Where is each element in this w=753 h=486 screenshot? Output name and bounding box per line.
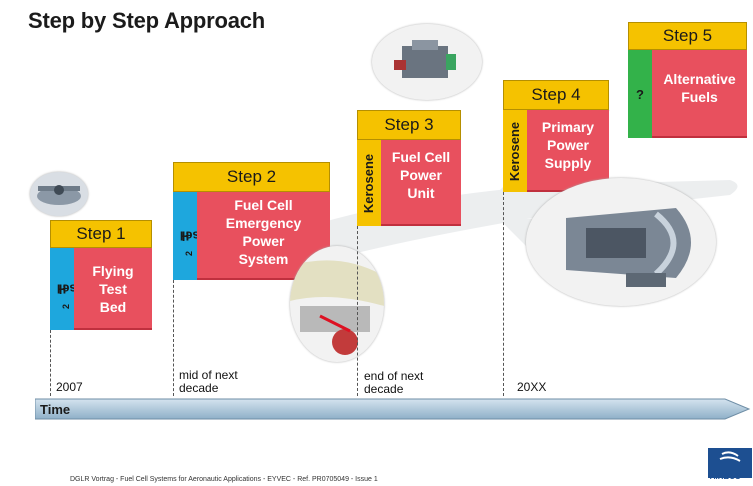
fuel-cell-unit-illustration <box>372 24 482 100</box>
engine-cutaway-illustration <box>526 178 716 306</box>
timeline-guide-4 <box>503 192 504 396</box>
step-5-header: Step 5 <box>628 22 747 50</box>
time-arrow <box>35 398 751 420</box>
timeline-guide-1 <box>50 330 51 396</box>
page-title: Step by Step Approach <box>28 8 266 33</box>
step-1-body: Flying Test Bed <box>74 248 152 330</box>
footer-reference: DGLR Vortrag - Fuel Cell Systems for Aer… <box>70 476 378 483</box>
step-1-header: Step 1 <box>50 220 152 248</box>
aircraft-cockpit-photo <box>30 172 88 216</box>
step-4-body: Primary Power Supply <box>527 110 609 192</box>
step-3-body: Fuel Cell Power Unit <box>381 140 461 226</box>
airbus-logo-icon <box>708 448 752 478</box>
step-3-header: Step 3 <box>357 110 461 140</box>
step-2-body: Fuel Cell Emergency Power System <box>197 192 330 280</box>
step-5-body: Alternative Fuels <box>652 50 747 138</box>
timeline-guide-3 <box>357 226 358 396</box>
step-2-header: Step 2 <box>173 162 330 192</box>
time-axis-label: Time <box>40 402 71 417</box>
step-2-side-h2-vessel: H2 Vessel <box>173 192 222 280</box>
timeline-marker-20xx: 20XX <box>517 380 547 394</box>
timeline-marker-mid-decade: mid of next decade <box>179 368 238 395</box>
step-5-side-unknown: ? <box>628 50 652 138</box>
timeline-marker-end-decade: end of next decade <box>364 369 424 396</box>
step-4-side-kerosene: Kerosene <box>503 110 527 192</box>
timeline-marker-2007: 2007 <box>56 380 83 394</box>
airbus-logo-text: AIRBUS <box>710 472 741 481</box>
step-1-side-h2-vessel: H2 Vessel <box>50 248 99 330</box>
timeline-guide-2 <box>173 280 174 396</box>
step-3-side-kerosene: Kerosene <box>357 140 381 226</box>
step-4-header: Step 4 <box>503 80 609 110</box>
emergency-power-system-photo <box>290 246 384 362</box>
